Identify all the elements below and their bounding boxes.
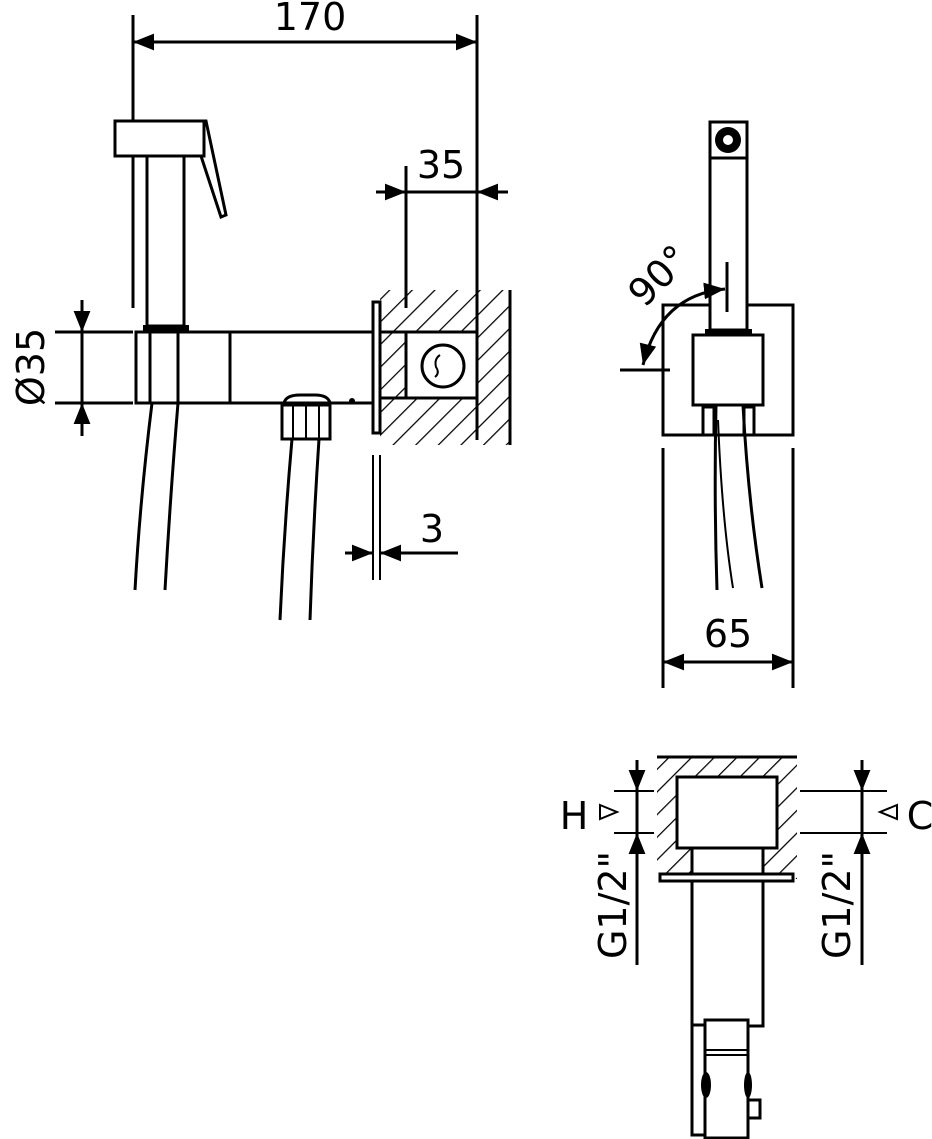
dimension-3-label: 3 (420, 507, 444, 551)
angle-90-label: 90° (619, 236, 698, 315)
dimension-65: 65 (661, 448, 795, 688)
dimension-3-flange: 3 (345, 455, 458, 580)
hot-label: H (560, 794, 589, 838)
shower-hose (133, 402, 180, 591)
side-view: 90° 65 (619, 120, 795, 688)
triangle-marker-icon (877, 803, 898, 821)
dimension-170: 170 (131, 0, 479, 440)
dimension-diameter-label: Ø35 (9, 328, 53, 406)
front-view: 170 35 (9, 0, 512, 621)
dimension-cold-inlet: C G1/2" (800, 760, 932, 965)
cold-label: C (907, 794, 932, 838)
supply-connector (278, 393, 332, 621)
dimension-35-depth: 35 (376, 143, 508, 308)
dimension-65-label: 65 (704, 612, 752, 656)
thread-left-label: G1/2" (591, 851, 635, 959)
dimension-35-label: 35 (417, 143, 465, 187)
bottom-view: H G1/2" C G1/2" (560, 755, 932, 1139)
dimension-170-label: 170 (274, 0, 347, 39)
side-valve-body (691, 333, 765, 407)
triangle-marker-icon (599, 803, 620, 821)
wall-section (380, 290, 512, 445)
nozzle-icon (715, 127, 741, 153)
thread-right-label: G1/2" (815, 851, 859, 959)
hand-shower (113, 119, 228, 331)
dimension-hot-inlet: H G1/2" (560, 760, 654, 965)
dimension-diameter-35: Ø35 (9, 300, 133, 436)
valve-body (134, 300, 406, 435)
